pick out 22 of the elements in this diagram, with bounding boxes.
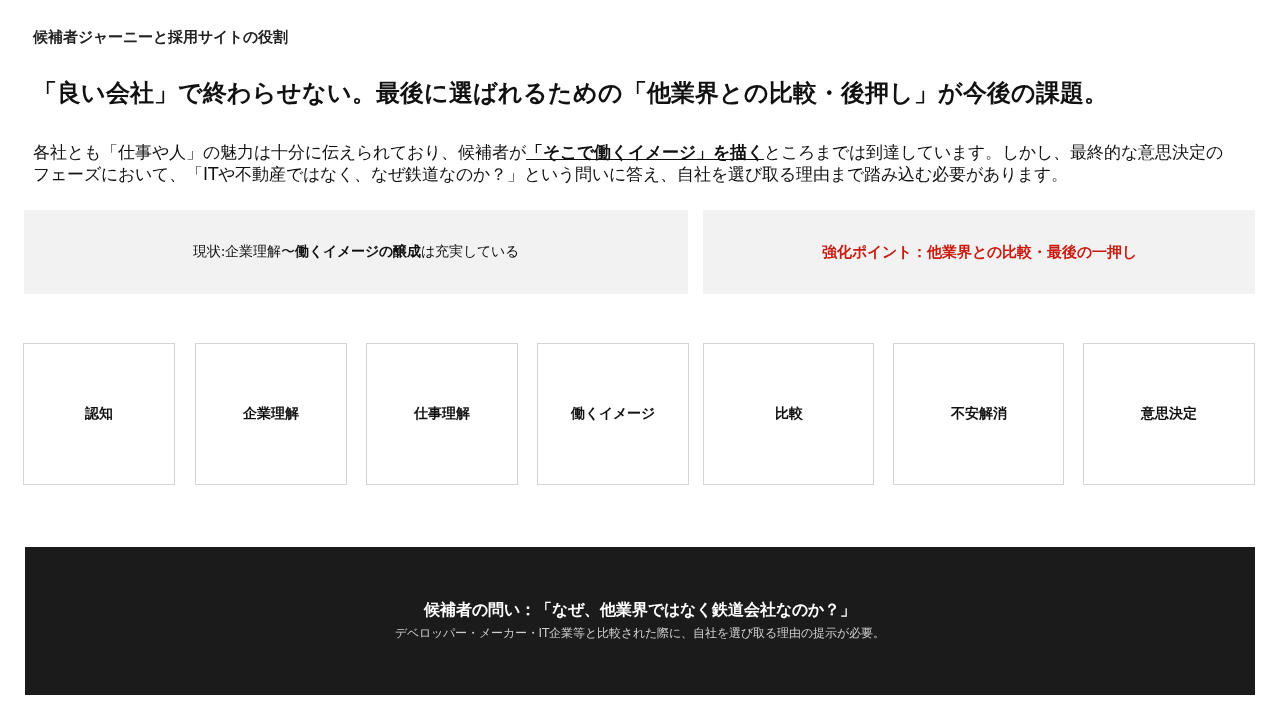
- question-note: デベロッパー・メーカー・IT企業等と比較された際に、自社を選び取る理由の提示が必要。: [394, 625, 886, 642]
- journey-step-box: [537, 343, 689, 485]
- question-panel: [25, 547, 1255, 695]
- journey-step-box: [366, 343, 518, 485]
- section-heading: 候補者ジャーニーと採用サイトの役割: [33, 28, 288, 47]
- lead-paragraph: 各社とも「仕事や人」の魅力は十分に伝えられており、候補者が「そこで働くイメージ」を描くところまでは到達しています。しかし、最終的な意思決定のフェーズにおいて、「ITや不動産ではなく、なぜ鉄道なのか？」という問いに答え、自社を選び取る理由まで踏み込む必要があります。: [33, 141, 1224, 185]
- step-label: 意思決定: [1141, 405, 1197, 423]
- step-label: 企業理解: [243, 405, 299, 423]
- journey-step-box: [1083, 343, 1255, 485]
- panel-text: 現状:企業理解〜働くイメージの醸成は充実している: [192, 243, 520, 261]
- step-label: 働くイメージ: [571, 405, 655, 423]
- step-label: 比較: [774, 405, 803, 423]
- question-heading: 候補者の問い：「なぜ、他業界ではなく鉄道会社なのか？」: [424, 600, 856, 621]
- step-label: 不安解消: [950, 405, 1007, 423]
- headline: 「良い会社」で終わらせない。最後に選ばれるための「他業界との比較・後押し」が今後の課題。: [33, 78, 1108, 109]
- step-label: 認知: [85, 405, 113, 423]
- journey-step-box: [893, 343, 1064, 485]
- journey-step-box: [195, 343, 347, 485]
- journey-step-box: [703, 343, 874, 485]
- step-label: 仕事理解: [414, 405, 470, 423]
- journey-step-box: [23, 343, 175, 485]
- panel-text: 強化ポイント：他業界との比較・最後の一押し: [821, 242, 1137, 262]
